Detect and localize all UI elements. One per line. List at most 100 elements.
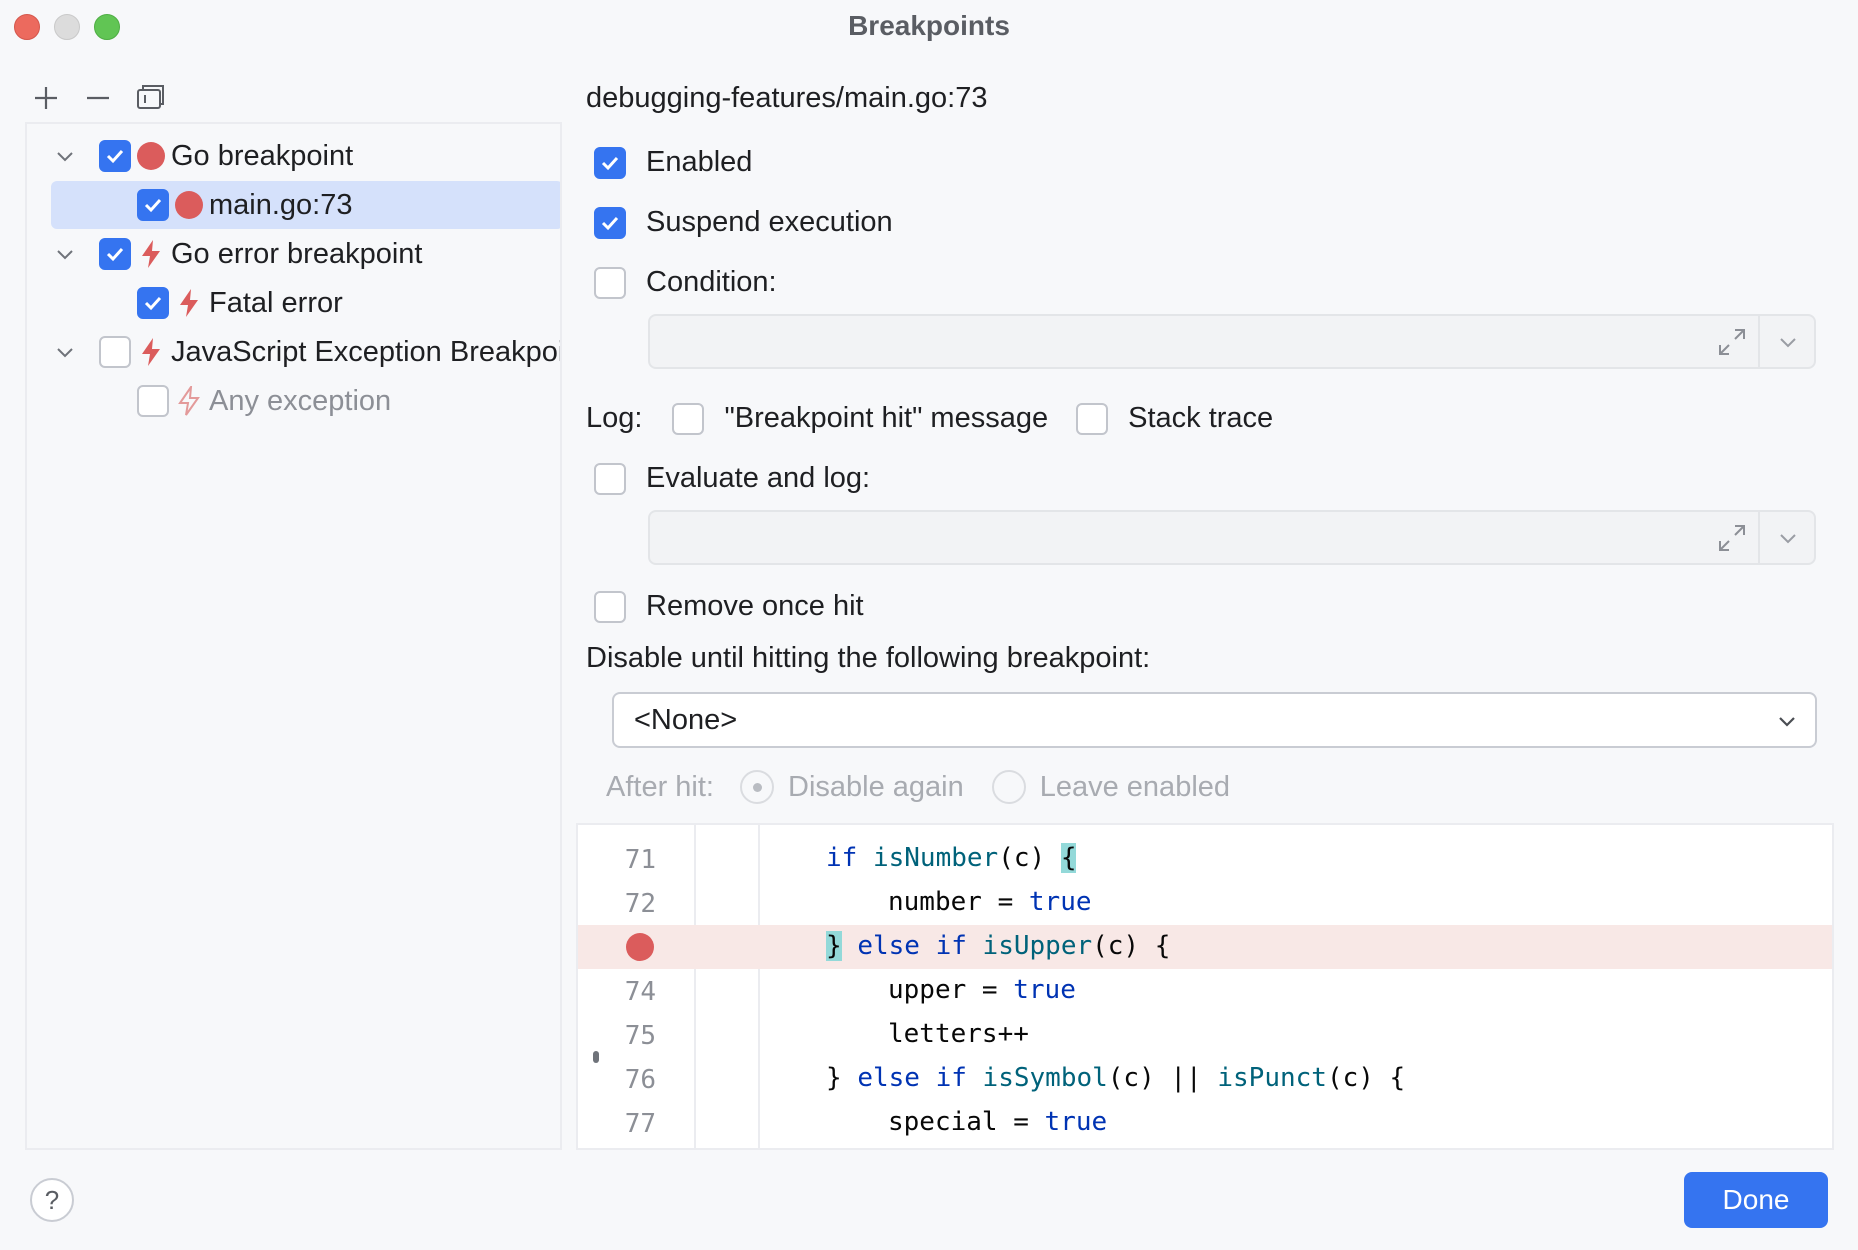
log-message-label: "Breakpoint hit" message: [724, 402, 1048, 435]
main-go-73-checkbox[interactable]: [137, 189, 169, 221]
suspend-checkbox[interactable]: [594, 207, 626, 239]
checkmark-icon: [142, 292, 164, 314]
code-line-74: 74 upper = true: [578, 969, 1834, 1013]
red-dot-icon: [137, 142, 165, 170]
code-line-71: 71 if isNumber(c) {: [578, 837, 1834, 881]
enabled-label: Enabled: [646, 146, 752, 179]
tree-item-label: Any exception: [209, 385, 391, 418]
evaluate-checkbox[interactable]: [594, 463, 626, 495]
lightning-icon: [137, 336, 165, 368]
evaluate-label: Evaluate and log:: [646, 462, 870, 495]
tree-item-label: Go breakpoint: [171, 140, 353, 173]
tree-item-label: main.go:73: [209, 189, 353, 222]
tree-item-label: Go error breakpoint: [171, 238, 422, 271]
disable-again-label: Disable again: [788, 771, 964, 804]
group-breakpoints-button[interactable]: [134, 80, 166, 116]
expand-icon[interactable]: [1716, 522, 1748, 554]
lightning-icon: [137, 238, 165, 270]
checkmark-icon: [104, 243, 126, 265]
minus-icon: [84, 84, 112, 112]
tree-item-go-error-breakpoint[interactable]: Go error breakpoint: [51, 230, 562, 278]
disable-until-select[interactable]: <None>: [612, 692, 1817, 748]
group-icon: [135, 84, 165, 112]
breakpoint-icon[interactable]: [626, 933, 654, 961]
tree-item-go-breakpoint[interactable]: Go breakpoint: [51, 132, 562, 180]
checkmark-icon: [599, 152, 621, 174]
lightning-icon: [175, 287, 203, 319]
chevron-down-icon[interactable]: [1774, 524, 1802, 552]
chevron-down-icon[interactable]: [51, 142, 79, 170]
remove-breakpoint-button[interactable]: [82, 80, 114, 116]
stack-trace-label: Stack trace: [1128, 402, 1273, 435]
tree-item-js-exception-breakpoint[interactable]: JavaScript Exception Breakpoin: [51, 328, 562, 376]
line-number: 75: [578, 1021, 656, 1051]
add-breakpoint-button[interactable]: [30, 80, 62, 116]
title-bar: Breakpoints: [0, 0, 1858, 56]
condition-field[interactable]: [648, 314, 1816, 369]
window-title: Breakpoints: [0, 10, 1858, 42]
tree-item-any-exception[interactable]: Any exception: [137, 377, 562, 425]
checkmark-icon: [599, 212, 621, 234]
line-number: 76: [578, 1065, 656, 1095]
code-line-77: 77 special = true: [578, 1101, 1834, 1145]
after-hit-label: After hit:: [606, 771, 714, 804]
enabled-option[interactable]: Enabled: [594, 146, 752, 179]
any-exception-checkbox[interactable]: [137, 385, 169, 417]
log-label: Log:: [586, 402, 642, 435]
help-icon: ?: [45, 1185, 59, 1216]
code-preview[interactable]: 71 if isNumber(c) { 72 number = true } e…: [576, 823, 1834, 1150]
line-number: 77: [578, 1109, 656, 1139]
tree-item-label: JavaScript Exception Breakpoin: [171, 336, 562, 369]
leave-enabled-label: Leave enabled: [1040, 771, 1230, 804]
tree-item-fatal-error[interactable]: Fatal error: [137, 279, 562, 327]
code-line-73-breakpoint: } else if isUpper(c) {: [578, 925, 1834, 969]
help-button[interactable]: ?: [30, 1178, 74, 1222]
evaluate-option[interactable]: Evaluate and log:: [594, 462, 870, 495]
remove-once-option[interactable]: Remove once hit: [594, 590, 864, 623]
code-line-75: 75 letters++: [578, 1013, 1834, 1057]
line-number: 71: [578, 845, 656, 875]
suspend-label: Suspend execution: [646, 206, 893, 239]
chevron-down-icon[interactable]: [51, 338, 79, 366]
chevron-down-icon[interactable]: [1774, 328, 1802, 356]
tree-item-label: Fatal error: [209, 287, 343, 320]
condition-checkbox[interactable]: [594, 267, 626, 299]
chevron-down-icon: [1773, 707, 1801, 735]
enabled-checkbox[interactable]: [594, 147, 626, 179]
remove-once-checkbox[interactable]: [594, 591, 626, 623]
disable-again-radio[interactable]: [740, 770, 774, 804]
fatal-error-checkbox[interactable]: [137, 287, 169, 319]
chevron-down-icon[interactable]: [51, 240, 79, 268]
plus-icon: [32, 84, 60, 112]
breakpoint-path-title: debugging-features/main.go:73: [586, 82, 987, 115]
evaluate-field[interactable]: [648, 510, 1816, 565]
stack-trace-checkbox[interactable]: [1076, 403, 1108, 435]
log-message-checkbox[interactable]: [672, 403, 704, 435]
checkmark-icon: [142, 194, 164, 216]
condition-label: Condition:: [646, 266, 777, 299]
line-number: 74: [578, 977, 656, 1007]
done-button[interactable]: Done: [1684, 1172, 1828, 1228]
lightning-outline-icon: [175, 385, 203, 417]
leave-enabled-radio[interactable]: [992, 770, 1026, 804]
after-hit-options: After hit: Disable again Leave enabled: [606, 770, 1230, 804]
suspend-option[interactable]: Suspend execution: [594, 206, 893, 239]
code-line-76: 76 } else if isSymbol(c) || isPunct(c) {: [578, 1057, 1834, 1101]
js-exception-checkbox[interactable]: [99, 336, 131, 368]
log-options: Log: "Breakpoint hit" message Stack trac…: [586, 402, 1273, 435]
line-number: 72: [578, 889, 656, 919]
code-line-72: 72 number = true: [578, 881, 1834, 925]
go-error-breakpoint-checkbox[interactable]: [99, 238, 131, 270]
expand-icon[interactable]: [1716, 326, 1748, 358]
disable-until-heading: Disable until hitting the following brea…: [586, 642, 1150, 675]
go-breakpoint-checkbox[interactable]: [99, 140, 131, 172]
red-dot-icon: [175, 191, 203, 219]
condition-option[interactable]: Condition:: [594, 266, 777, 299]
breakpoints-tree: Go breakpoint main.go:73 Go error breakp…: [25, 122, 562, 1150]
breakpoints-toolbar: [30, 78, 166, 118]
disable-until-label: Disable until hitting the following brea…: [586, 642, 1150, 675]
checkmark-icon: [104, 145, 126, 167]
tree-item-main-go-73[interactable]: main.go:73: [137, 181, 562, 229]
remove-once-label: Remove once hit: [646, 590, 864, 623]
disable-until-value: <None>: [634, 704, 737, 737]
